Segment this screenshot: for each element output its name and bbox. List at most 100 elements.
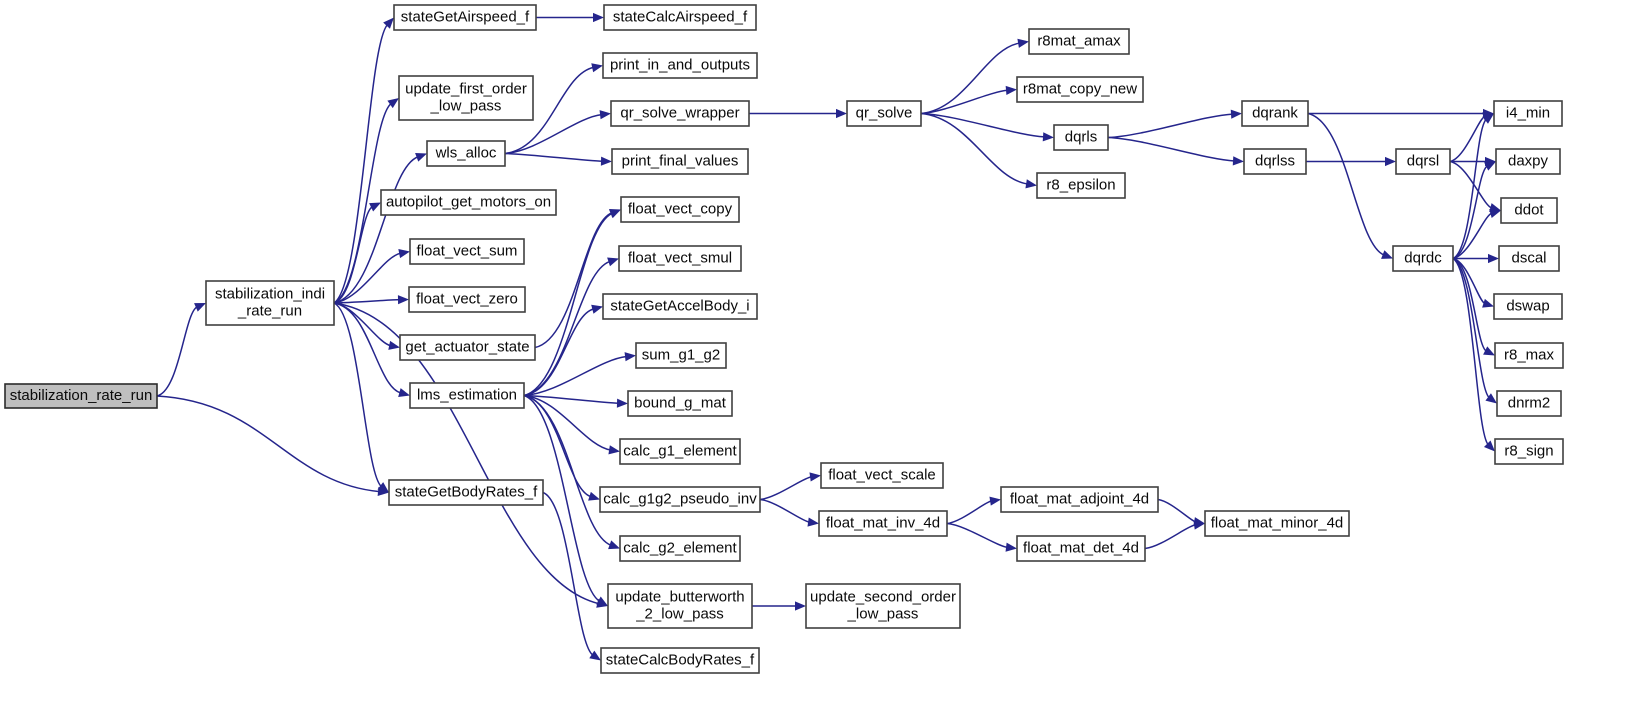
edge-arrowhead	[1385, 156, 1396, 167]
node-rect[interactable]	[426, 140, 506, 167]
graph-node-get_actuator_state[interactable]: get_actuator_state	[399, 334, 536, 361]
graph-node-update_first_order_low_pass[interactable]: update_first_order_low_pass	[398, 75, 534, 121]
graph-node-r8mat_amax[interactable]: r8mat_amax	[1028, 28, 1130, 55]
graph-node-ddot[interactable]: ddot	[1500, 197, 1558, 224]
node-rect[interactable]	[408, 286, 526, 313]
node-rect[interactable]	[610, 100, 750, 127]
graph-node-bound_g_mat[interactable]: bound_g_mat	[627, 390, 733, 417]
node-rect[interactable]	[600, 647, 760, 674]
node-rect[interactable]	[602, 52, 758, 79]
graph-node-dqrls[interactable]: dqrls	[1053, 124, 1109, 151]
graph-node-float_mat_minor_4d[interactable]: float_mat_minor_4d	[1204, 510, 1350, 537]
graph-node-stateCalcAirspeed_f[interactable]: stateCalcAirspeed_f	[603, 4, 757, 31]
node-rect[interactable]	[1028, 28, 1130, 55]
graph-node-wls_alloc[interactable]: wls_alloc	[426, 140, 506, 167]
node-rect[interactable]	[1496, 390, 1562, 417]
graph-node-dqrank[interactable]: dqrank	[1241, 100, 1309, 127]
graph-node-dscal[interactable]: dscal	[1498, 245, 1560, 272]
graph-node-print_final_values[interactable]: print_final_values	[611, 148, 749, 175]
graph-node-stateCalcBodyRates_f[interactable]: stateCalcBodyRates_f	[600, 647, 760, 674]
graph-node-calc_g1g2_pseudo_inv[interactable]: calc_g1g2_pseudo_inv	[599, 486, 761, 513]
node-rect[interactable]	[1493, 100, 1563, 127]
node-rect[interactable]	[611, 148, 749, 175]
node-rect[interactable]	[602, 293, 758, 320]
node-rect[interactable]	[1016, 535, 1146, 562]
node-rect[interactable]	[820, 462, 944, 489]
graph-node-r8_max[interactable]: r8_max	[1494, 342, 1564, 369]
node-rect[interactable]	[388, 479, 544, 506]
graph-node-float_vect_zero[interactable]: float_vect_zero	[408, 286, 526, 313]
graph-node-stabilization_rate_run[interactable]: stabilization_rate_run	[4, 383, 158, 409]
graph-node-print_in_and_outputs[interactable]: print_in_and_outputs	[602, 52, 758, 79]
node-rect[interactable]	[1243, 148, 1307, 175]
node-rect[interactable]	[205, 280, 335, 326]
graph-node-dqrlss[interactable]: dqrlss	[1243, 148, 1307, 175]
graph-node-i4_min[interactable]: i4_min	[1493, 100, 1563, 127]
graph-node-dnrm2[interactable]: dnrm2	[1496, 390, 1562, 417]
node-rect[interactable]	[1395, 148, 1451, 175]
node-rect[interactable]	[627, 390, 733, 417]
node-rect[interactable]	[818, 510, 948, 537]
node-rect[interactable]	[1495, 148, 1561, 175]
node-rect[interactable]	[603, 4, 757, 31]
node-rect[interactable]	[380, 189, 557, 216]
node-rect[interactable]	[620, 196, 740, 223]
node-rect[interactable]	[618, 245, 742, 272]
graph-node-calc_g1_element[interactable]: calc_g1_element	[619, 438, 741, 465]
node-rect[interactable]	[607, 583, 753, 629]
call-edge	[523, 394, 611, 451]
node-rect[interactable]	[1392, 245, 1454, 272]
node-rect[interactable]	[1053, 124, 1109, 151]
graph-node-qr_solve_wrapper[interactable]: qr_solve_wrapper	[610, 100, 750, 127]
node-rect[interactable]	[1494, 342, 1564, 369]
node-rect[interactable]	[1493, 293, 1563, 320]
node-rect[interactable]	[619, 535, 741, 562]
graph-node-calc_g2_element[interactable]: calc_g2_element	[619, 535, 741, 562]
graph-node-float_mat_inv_4d[interactable]: float_mat_inv_4d	[818, 510, 948, 537]
call-edge	[1144, 524, 1196, 550]
graph-node-update_second_order_low_pass[interactable]: update_second_order_low_pass	[805, 583, 961, 629]
graph-node-r8_sign[interactable]: r8_sign	[1494, 438, 1564, 465]
graph-node-float_mat_adjoint_4d[interactable]: float_mat_adjoint_4d	[1000, 486, 1159, 513]
graph-node-dqrsl[interactable]: dqrsl	[1395, 148, 1451, 175]
node-rect[interactable]	[635, 342, 727, 369]
graph-node-r8mat_copy_new[interactable]: r8mat_copy_new	[1016, 76, 1144, 103]
node-rect[interactable]	[1241, 100, 1309, 127]
graph-node-lms_estimation[interactable]: lms_estimation	[409, 382, 525, 409]
node-rect[interactable]	[399, 334, 536, 361]
graph-node-float_vect_sum[interactable]: float_vect_sum	[409, 238, 525, 265]
node-rect[interactable]	[1498, 245, 1560, 272]
graph-node-float_mat_det_4d[interactable]: float_mat_det_4d	[1016, 535, 1146, 562]
node-rect[interactable]	[805, 583, 961, 629]
node-rect[interactable]	[1500, 197, 1558, 224]
node-rect[interactable]	[846, 100, 922, 127]
graph-node-float_vect_scale[interactable]: float_vect_scale	[820, 462, 944, 489]
graph-node-sum_g1_g2[interactable]: sum_g1_g2	[635, 342, 727, 369]
node-rect[interactable]	[398, 75, 534, 121]
node-rect[interactable]	[599, 486, 761, 513]
graph-node-r8_epsilon[interactable]: r8_epsilon	[1036, 172, 1126, 199]
node-rect[interactable]	[1016, 76, 1144, 103]
graph-node-daxpy[interactable]: daxpy	[1495, 148, 1561, 175]
graph-node-float_vect_copy[interactable]: float_vect_copy	[620, 196, 740, 223]
call-edge	[504, 113, 602, 155]
node-rect[interactable]	[619, 438, 741, 465]
node-rect[interactable]	[393, 4, 537, 31]
graph-node-stateGetBodyRates_f[interactable]: stateGetBodyRates_f	[388, 479, 544, 506]
graph-node-autopilot_get_motors_on[interactable]: autopilot_get_motors_on	[380, 189, 557, 216]
graph-node-stateGetAccelBody_i[interactable]: stateGetAccelBody_i	[602, 293, 758, 320]
graph-node-dqrdc[interactable]: dqrdc	[1392, 245, 1454, 272]
node-rect[interactable]	[409, 382, 525, 409]
graph-node-stateGetAirspeed_f[interactable]: stateGetAirspeed_f	[393, 4, 537, 31]
node-rect[interactable]	[409, 238, 525, 265]
node-rect[interactable]	[4, 383, 158, 409]
graph-node-qr_solve[interactable]: qr_solve	[846, 100, 922, 127]
node-rect[interactable]	[1204, 510, 1350, 537]
graph-node-stabilization_indi_rate_run[interactable]: stabilization_indi_rate_run	[205, 280, 335, 326]
graph-node-dswap[interactable]: dswap	[1493, 293, 1563, 320]
graph-node-float_vect_smul[interactable]: float_vect_smul	[618, 245, 742, 272]
node-rect[interactable]	[1036, 172, 1126, 199]
node-rect[interactable]	[1000, 486, 1159, 513]
graph-node-update_butterworth_2_low_pass[interactable]: update_butterworth_2_low_pass	[607, 583, 753, 629]
node-rect[interactable]	[1494, 438, 1564, 465]
